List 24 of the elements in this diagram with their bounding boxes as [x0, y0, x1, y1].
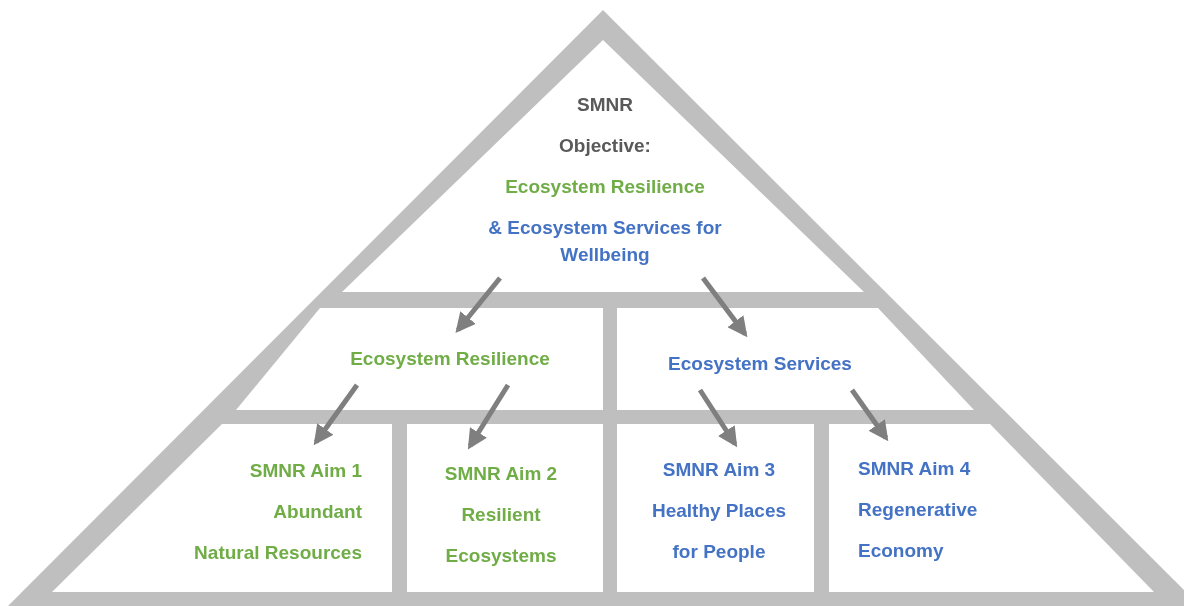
label-text: Economy [858, 539, 944, 563]
label-text: Ecosystem Resilience [505, 175, 705, 199]
label-text: Healthy Places [651, 499, 787, 523]
label-text: Ecosystem Resilience [350, 347, 550, 371]
label-text: Natural Resources [194, 541, 362, 565]
label-text: Objective: [559, 134, 651, 158]
label-text: SMNR [577, 93, 633, 117]
label-text: Abundant [273, 500, 362, 524]
arrow [313, 383, 360, 446]
label-text: Resilient [461, 503, 541, 527]
label-text: SMNR Aim 4 [858, 457, 971, 481]
arrow [701, 276, 748, 338]
label-text: for People [672, 540, 766, 564]
label-text: Ecosystem Services [668, 352, 852, 376]
label-text: SMNR Aim 2 [444, 462, 558, 486]
label-text: Regenerative [858, 498, 978, 522]
label-text: Ecosystems [445, 544, 557, 568]
arrow [849, 388, 889, 442]
arrow [467, 383, 511, 450]
label-text: SMNR Aim 3 [662, 458, 776, 482]
arrow [697, 388, 738, 448]
label-text: SMNR Aim 1 [249, 459, 362, 483]
label-text: & Ecosystem Services for Wellbeing [487, 216, 723, 267]
arrow [455, 276, 502, 334]
